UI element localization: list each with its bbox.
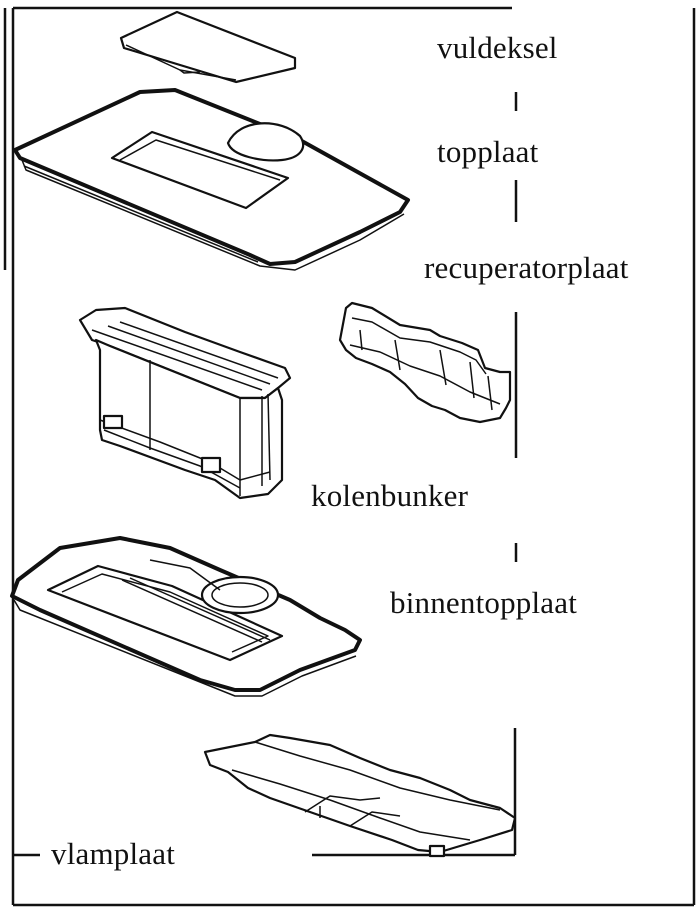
label-vlamplaat: vlamplaat [47, 838, 180, 869]
label-recuperatorplaat: recuperatorplaat [424, 250, 629, 285]
vlamplaat-part [203, 733, 517, 858]
label-binnentopplaat: binnentopplaat [390, 585, 578, 620]
topplaat-part [13, 88, 410, 271]
kolenbunker-part [78, 306, 292, 500]
label-topplaat: topplaat [437, 134, 539, 169]
vuldeksel-part [119, 10, 297, 84]
label-vuldeksel: vuldeksel [437, 30, 558, 65]
binnentopplaat-part [10, 536, 362, 697]
recuperatorplaat-part [338, 301, 512, 424]
frame [3, 6, 696, 907]
label-kolenbunker: kolenbunker [311, 478, 469, 513]
